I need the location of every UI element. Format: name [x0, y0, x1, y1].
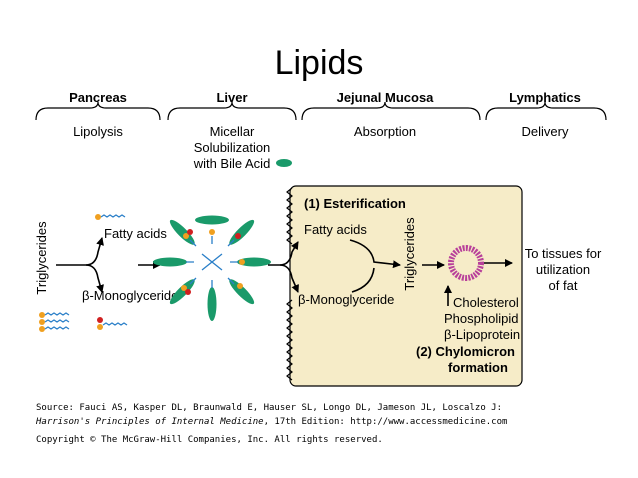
- delivery-line-2: utilization: [536, 262, 590, 277]
- triglyceride-icon: [39, 312, 70, 332]
- triglycerides-label-cell: Triglycerides: [402, 217, 417, 291]
- brace-jejunal: [301, 101, 481, 121]
- section-liver-title: Liver: [216, 90, 247, 105]
- monoglyceride-label-left: β-Monoglyceride: [82, 288, 178, 303]
- microvilli-bottom: [286, 299, 293, 381]
- process-bile-acid: with Bile Acid: [193, 156, 271, 171]
- arrow-to-fatty-acids: [56, 237, 104, 266]
- process-solubilization: Solubilization: [194, 140, 271, 155]
- fatty-acids-label-cell: Fatty acids: [304, 222, 367, 237]
- arrow-mg-into-cell: [279, 264, 299, 293]
- arrow-to-monoglyceride: [85, 264, 104, 293]
- micelle-icon: [153, 215, 271, 321]
- monoglyceride-label-cell: β-Monoglyceride: [298, 292, 394, 307]
- chylomicron-label-1: (2) Chylomicron: [416, 344, 515, 359]
- process-delivery: Delivery: [522, 124, 569, 139]
- triglycerides-label-left: Triglycerides: [34, 221, 49, 295]
- arrow-mg-merge: [351, 267, 375, 293]
- brace-pancreas: [35, 101, 161, 121]
- monoglyceride-icon: [97, 317, 128, 330]
- process-lipolysis: Lipolysis: [73, 124, 123, 139]
- brace-lymphatics: [485, 101, 607, 121]
- cholesterol-label: Cholesterol: [453, 295, 519, 310]
- page-title: Lipids: [275, 44, 364, 82]
- source-line-1: Source: Fauci AS, Kasper DL, Braunwald E…: [36, 403, 502, 413]
- delivery-line-1: To tissues for: [525, 246, 602, 261]
- mucosal-cell: [289, 185, 523, 387]
- section-lymphatics-title: Lymphatics: [509, 90, 581, 105]
- process-micellar: Micellar: [210, 124, 255, 139]
- chylomicron-icon: [448, 245, 484, 281]
- esterification-label: (1) Esterification: [304, 196, 406, 211]
- lipoprotein-label: β-Lipoprotein: [444, 327, 520, 342]
- chylomicron-label-2: formation: [448, 360, 508, 375]
- section-jejunal-title: Jejunal Mucosa: [337, 90, 435, 105]
- source-line-2: Harrison's Principles of Internal Medici…: [35, 417, 507, 427]
- microvilli-top: [286, 187, 293, 245]
- section-pancreas-title: Pancreas: [69, 90, 127, 105]
- process-absorption: Absorption: [354, 124, 416, 139]
- phospholipid-label: Phospholipid: [444, 311, 518, 326]
- brace-liver: [167, 101, 297, 121]
- source-book-title: Harrison's Principles of Internal Medici…: [35, 417, 264, 427]
- fatty-acid-icon: [95, 214, 126, 220]
- delivery-line-3: of fat: [549, 278, 578, 293]
- bile-acid-icon: [276, 159, 292, 167]
- fatty-acids-label-left: Fatty acids: [104, 226, 167, 241]
- arrow-fa-merge: [349, 239, 401, 269]
- copyright-line: Copyright © The McGraw-Hill Companies, I…: [36, 435, 383, 445]
- source-edition: , 17th Edition: http://www.accessmedicin…: [264, 417, 508, 427]
